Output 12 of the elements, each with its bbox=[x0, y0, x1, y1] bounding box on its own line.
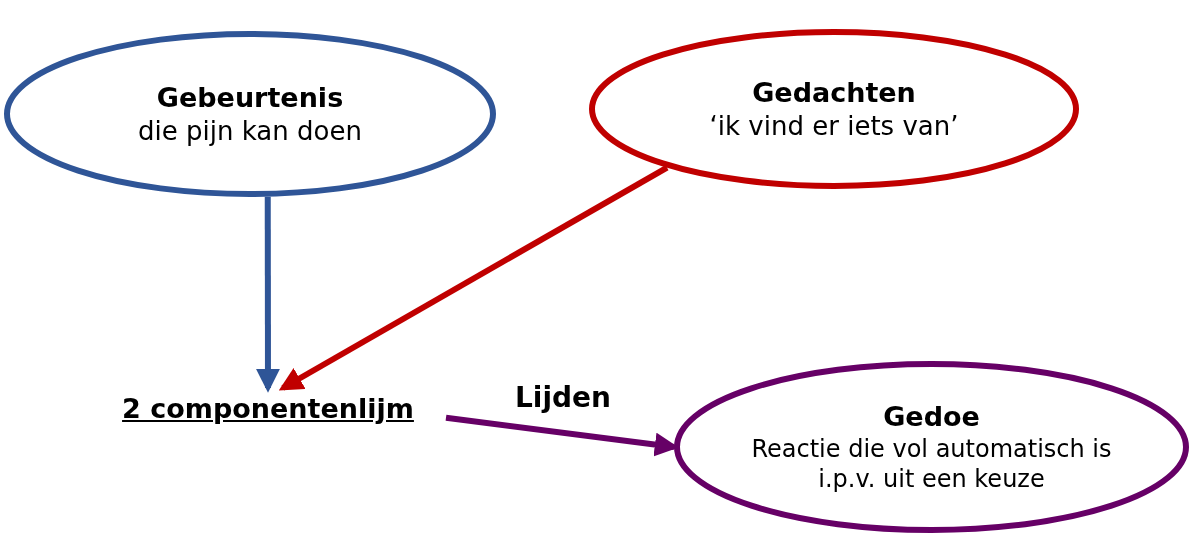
node-title: Gedachten bbox=[752, 75, 916, 110]
node-text: Reactie die vol automatisch is i.p.v. uit een keuze bbox=[750, 433, 1113, 494]
node-title: 2 componentenlijm bbox=[122, 391, 414, 426]
node-title: Gedoe bbox=[883, 400, 980, 434]
node-title: Gebeurtenis bbox=[156, 80, 344, 115]
arrow bbox=[278, 164, 669, 391]
node-text: ‘ik vind er iets van’ bbox=[709, 109, 959, 143]
node-text: die pijn kan doen bbox=[138, 114, 362, 148]
ellipse-node bbox=[4, 31, 496, 197]
arrow bbox=[255, 196, 280, 393]
ellipse-node bbox=[589, 29, 1079, 189]
ellipse-node bbox=[674, 361, 1189, 533]
